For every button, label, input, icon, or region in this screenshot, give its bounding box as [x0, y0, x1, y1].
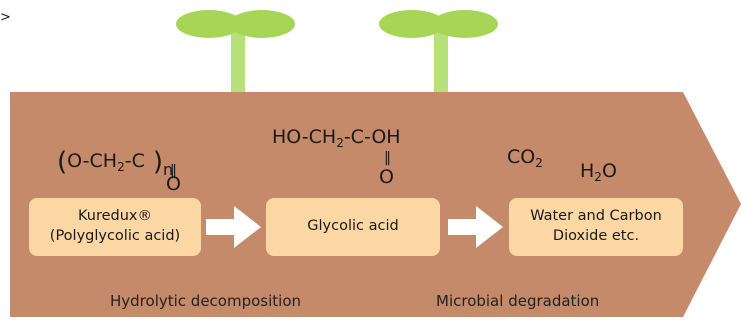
sprout-right-icon: [379, 10, 498, 96]
glycolic-right: -C-OH: [343, 126, 401, 148]
pga-repeat-n: n: [163, 160, 174, 179]
co2-subscript: 2: [535, 156, 543, 170]
h2o-label: H2O: [580, 160, 617, 184]
water-co2-line1: Water and Carbon: [530, 208, 662, 225]
glycolic-formula: HO-CH2-C-OH: [272, 126, 401, 150]
hydrolytic-label: Hydrolytic decomposition: [110, 292, 302, 310]
glycolic-left: HO-CH: [272, 126, 337, 148]
co2-base: CO: [507, 146, 536, 168]
water-co2-box: Water and Carbon Dioxide etc.: [509, 198, 683, 256]
microbial-label: Microbial degradation: [436, 292, 600, 310]
pga-subscript: 2: [117, 160, 125, 174]
kuredux-subtitle: (Polyglycolic acid): [49, 228, 181, 244]
water-co2-line2: Dioxide etc.: [552, 228, 640, 244]
pga-double-bond: ‖: [170, 163, 177, 179]
kuredux-name: Kuredux®: [77, 208, 152, 225]
glycolic-carbonyl-oxygen: O: [379, 166, 394, 188]
pga-dash: -: [124, 150, 132, 172]
glycolic-acid-box: Glycolic acid: [266, 198, 440, 256]
pga-open-paren: (: [57, 147, 68, 177]
glycolic-double-bond: ‖: [384, 150, 391, 166]
transition-arrow-2-icon: [448, 206, 503, 248]
pga-ch: CH: [89, 150, 118, 172]
h2o-h: H: [580, 160, 595, 182]
transition-arrow-1-icon: [206, 206, 261, 248]
kuredux-box: Kuredux® (Polyglycolic acid): [29, 198, 201, 256]
glycolic-acid-label: Glycolic acid: [307, 218, 399, 235]
pga-formula: (O-CH2-C )n: [57, 149, 173, 178]
pga-close-paren: ): [152, 147, 164, 177]
pga-carbonyl-oxygen: O: [166, 173, 181, 195]
pga-carbon: C: [131, 150, 145, 172]
pga-dash: -: [82, 150, 90, 172]
h2o-o: O: [601, 160, 617, 182]
glycolic-subscript: 2: [336, 136, 344, 150]
pga-oxygen: O: [67, 150, 83, 172]
corner-mark: >: [0, 10, 11, 25]
co2-label: CO2: [507, 146, 543, 170]
sprout-left-icon: [176, 10, 295, 96]
h2o-subscript: 2: [594, 170, 602, 184]
